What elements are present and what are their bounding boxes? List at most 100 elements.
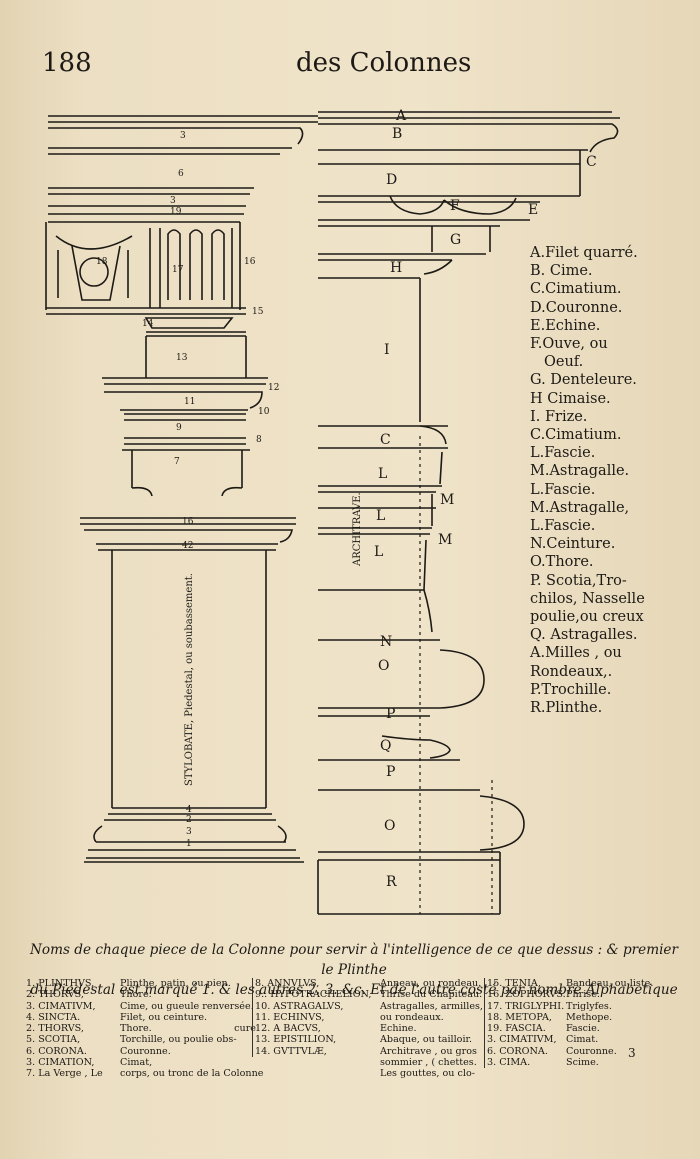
table-cell: Les gouttes, ou clo- [380, 1068, 475, 1080]
legend-item: Q. Astragalles. [530, 627, 638, 644]
table-cell: Scime. [566, 1057, 599, 1069]
legend-item: E.Echine. [530, 317, 601, 334]
table-cell: 2. THORVS, [26, 989, 84, 1001]
table-cell: corps, ou tronc de la Colonne [120, 1068, 264, 1080]
table-cell: Phrise. [566, 989, 600, 1001]
table-cell-text: Thore. [120, 1023, 152, 1035]
label-d: D [386, 172, 397, 188]
number-label: 3 [186, 827, 192, 837]
number-label: 3 [180, 131, 186, 141]
table-cell: Filet, ou ceinture. [120, 1011, 208, 1023]
table-cell: 3. CIMA. [487, 1057, 531, 1069]
label-m-2: M [438, 532, 452, 548]
number-label: 10 [258, 407, 270, 417]
label-h: H [390, 260, 402, 276]
table-cell: Cimat. [566, 1034, 599, 1046]
table-cell: 11. ECHINVS, [255, 1011, 325, 1023]
number-label: 14 [142, 319, 154, 329]
table-cell: Plinthe, patin, ou pien. [120, 978, 231, 989]
label-c-middle: C [380, 432, 391, 448]
table-cell: Triglyfes. [566, 1000, 612, 1012]
table-cell: 3. CIMATION, [26, 1057, 95, 1069]
table-cell: Methope. [566, 1011, 613, 1023]
label-c-top: C [586, 154, 597, 170]
french-names-column-2: Anneau, ou rondeau. Thrise du Chapiteau.… [380, 978, 484, 1080]
legend-item: F.Ouve, ou [530, 336, 608, 353]
table-cell: 19. FASCIA. [487, 1023, 546, 1035]
legend-item: R.Plinthe. [530, 700, 603, 717]
table-cell: 8. ANNVLVS, [255, 978, 320, 989]
cure-note: cure [234, 1023, 256, 1035]
stylobate-label: STYLOBATE, Piedestal, ou soubassement. [184, 573, 195, 786]
number-label: 13 [176, 353, 188, 363]
number-label: 19 [170, 207, 182, 217]
table-cell: 18. METOPA, [487, 1011, 552, 1023]
latin-names-column-3: 15. TENIA, 16. ZOPHORVS. 17. TRIGLYPHI. … [484, 978, 567, 1069]
number-label: 16 [244, 257, 256, 267]
table-cell: 9.. HYPOTRACHELION, [255, 989, 372, 1001]
table-cell: Cimat, [120, 1057, 153, 1069]
label-o-1: O [378, 658, 389, 674]
legend-item: C.Cimatium. [530, 427, 622, 444]
legend-item: L.Fascie. [530, 481, 596, 498]
table-cell: 4. SINCTA. [26, 1011, 81, 1023]
label-n: N [380, 634, 392, 650]
table-cell: Thrise du Chapiteau. [380, 989, 483, 1001]
corner-mark: 3 [628, 1046, 636, 1060]
number-label: 8 [256, 435, 262, 445]
label-l-3: L [374, 544, 383, 560]
table-cell: 16. ZOPHORVS. [487, 989, 566, 1001]
label-i: I [384, 342, 390, 358]
page-number: 188 [42, 48, 92, 78]
legend-item: chilos, Nasselle [530, 590, 645, 607]
table-cell: ou rondeaux. [380, 1011, 444, 1023]
label-e: E [528, 202, 538, 218]
table-cell: 1. PLINTHVS, [26, 978, 95, 989]
number-label: 6 [178, 169, 184, 179]
number-label: 3 [170, 196, 176, 206]
legend-item: P.Trochille. [530, 681, 612, 698]
table-cell: Thore. cure [120, 1023, 256, 1035]
legend-item: O.Thore. [530, 554, 594, 571]
legend-item: H Cimaise. [530, 390, 611, 407]
number-label: 12 [268, 383, 279, 393]
letter-legend: A.Filet quarré. B. Cime. C.Cimatium. D.C… [530, 244, 695, 717]
table-cell: sommier , ( chettes. [380, 1057, 477, 1069]
legend-item: B. Cime. [530, 263, 593, 280]
latin-names-column-2: 8. ANNVLVS, 9.. HYPOTRACHELION, 10. ASTR… [252, 978, 372, 1058]
legend-item: G. Denteleure. [530, 372, 637, 389]
label-f: F [450, 198, 460, 214]
table-cell: Abaque, ou tailloir. [380, 1034, 473, 1046]
table-cell: 7. La Verge , Le [26, 1068, 103, 1080]
number-label: 17 [172, 265, 184, 275]
table-cell: Couronne. [566, 1045, 617, 1057]
table-cell: 5. SCOTIA, [26, 1034, 81, 1046]
running-title: des Colonnes [296, 48, 472, 78]
caption-line: Noms de chaque piece de la Colonne pour … [30, 942, 678, 978]
latin-names-column-1: 1. PLINTHVS, 2. THORVS, 3. CIMATIVM, 4. … [26, 978, 120, 1080]
number-label: 42 [182, 541, 193, 551]
table-cell: Echine. [380, 1023, 417, 1035]
label-m-1: M [440, 492, 454, 508]
legend-item: A.Milles , ou [530, 645, 622, 662]
number-label: 7 [174, 457, 180, 467]
table-cell: 6. CORONA. [487, 1045, 548, 1057]
table-cell: 12. A BACVS, [255, 1023, 321, 1035]
label-o-2: O [384, 818, 395, 834]
label-b: B [392, 126, 402, 142]
legend-item: I. Frize. [530, 408, 588, 425]
caption-line: du Piedestal est marqué 1. & les autres … [30, 982, 678, 998]
legend-item: C.Cimatium. [530, 281, 622, 298]
legend-item: Oeuf. [544, 354, 584, 371]
table-cell: 3. CIMATIVM, [26, 1000, 96, 1012]
letter-labels: A B C D E F G H I C L M L M L N O P Q P … [374, 108, 597, 890]
french-names-column-1: Plinthe, patin, ou pien. Thore. Cime, ou… [120, 978, 264, 1080]
table-cell: Torchille, ou poulie obs- [120, 1034, 237, 1046]
label-l-1: L [378, 466, 387, 482]
table-cell: 15. TENIA, [487, 978, 541, 989]
table-cell: 13. EPISTILION, [255, 1034, 337, 1046]
label-q: Q [380, 738, 391, 754]
legend-item: Rondeaux,. [530, 663, 613, 680]
label-l-2: L [376, 508, 385, 524]
number-label: 16 [182, 517, 194, 527]
